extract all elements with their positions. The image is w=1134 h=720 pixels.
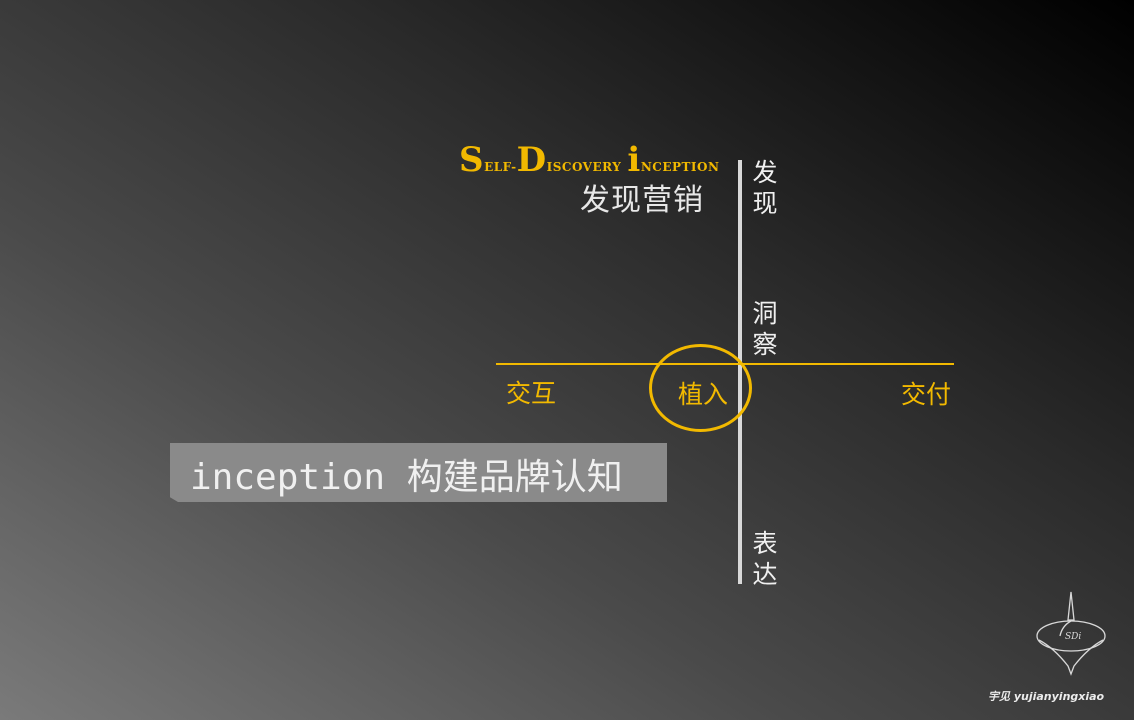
footer-credit: 宇见 yujianyingxiao — [988, 690, 1105, 703]
brand-part-nception: NCEPTION — [640, 160, 720, 174]
inception-banner-text: inception 构建品牌认知 — [190, 457, 623, 498]
brand-letter-d: D — [516, 140, 547, 180]
brand-letter-i: i — [627, 140, 641, 180]
axis-label-express: 表达 — [752, 529, 778, 589]
axis-label-insight: 洞察 — [752, 299, 778, 359]
inception-banner — [170, 443, 667, 502]
axis-label-deliver: 交付 — [901, 380, 952, 409]
axis-label-implant: 植入 — [678, 380, 729, 409]
brand-dash: - — [511, 160, 517, 174]
brand-subtitle: 发现营销 — [580, 183, 704, 218]
axis-label-discover: 发现 — [752, 158, 778, 218]
brand-part-elf: ELF — [484, 160, 512, 174]
spinning-top-icon: SDi — [1036, 591, 1106, 676]
logo-text: SDi — [1065, 632, 1081, 642]
brand-title: SELF-DISCOVERY iNCEPTION — [459, 142, 719, 178]
axis-label-interact: 交互 — [506, 379, 557, 408]
implant-highlight-circle — [649, 344, 752, 432]
brand-part-iscovery: ISCOVERY — [546, 160, 622, 174]
brand-letter-s: S — [459, 140, 485, 180]
